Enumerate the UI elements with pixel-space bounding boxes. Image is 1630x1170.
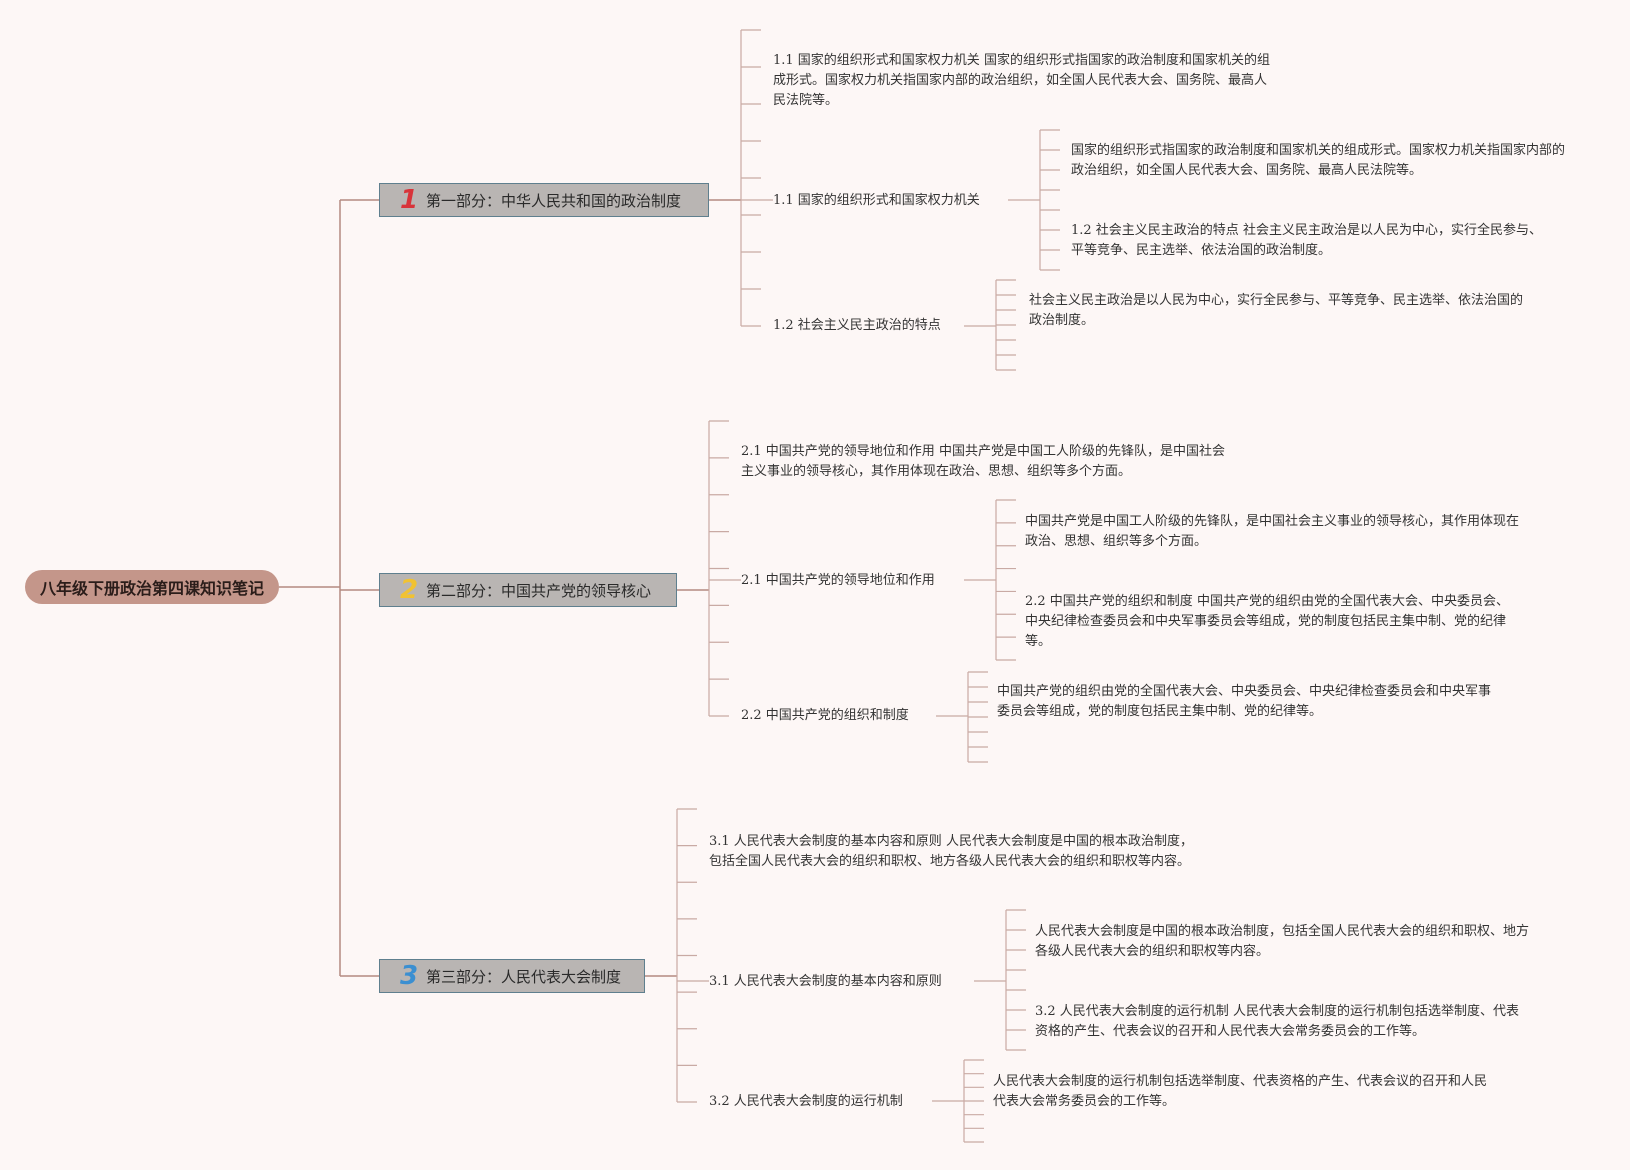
branch-1-1-note-1[interactable]: 国家的组织形式指国家的政治制度和国家机关的组成形式。国家权力机关指国家内部的政治…	[1071, 143, 1566, 178]
part-1-title: 第一部分：中华人民共和国的政治制度	[426, 191, 682, 210]
part-1-node[interactable]: 1 第一部分：中华人民共和国的政治制度	[379, 183, 709, 217]
branch-1-2-note-1[interactable]: 社会主义民主政治是以人民为中心，实行全民参与、平等竞争、民主选举、依法治国的政治…	[1029, 293, 1524, 328]
branch-1-1-label[interactable]: 1.1 国家的组织形式和国家权力机关	[773, 193, 980, 208]
part-2-title: 第二部分：中国共产党的领导核心	[426, 581, 652, 600]
branch-3-1-label[interactable]: 3.1 人民代表大会制度的基本内容和原则	[709, 974, 942, 989]
branch-2-1-note-1[interactable]: 中国共产党是中国工人阶级的先锋队，是中国社会主义事业的领导核心，其作用体现在政治…	[1025, 514, 1520, 549]
branch-3-2-note-1[interactable]: 人民代表大会制度的运行机制包括选举制度、代表资格的产生、代表会议的召开和人民代表…	[993, 1074, 1488, 1109]
number-1-badge: 1	[399, 185, 419, 215]
branch-2-2-label[interactable]: 2.2 中国共产党的组织和制度	[741, 708, 909, 723]
part-3-note[interactable]: 3.1 人民代表大会制度的基本内容和原则 人民代表大会制度是中国的根本政治制度，…	[709, 834, 1193, 869]
branch-2-1-label[interactable]: 2.1 中国共产党的领导地位和作用	[741, 573, 935, 588]
branch-1-1-note-2[interactable]: 1.2 社会主义民主政治的特点 社会主义民主政治是以人民为中心，实行全民参与、平…	[1071, 223, 1542, 258]
branch-1-2-label[interactable]: 1.2 社会主义民主政治的特点	[773, 318, 941, 333]
branch-3-1-note-1[interactable]: 人民代表大会制度是中国的根本政治制度，包括全国人民代表大会的组织和职权、地方各级…	[1035, 924, 1530, 959]
number-3-badge: 3	[399, 961, 419, 991]
part-3-title: 第三部分：人民代表大会制度	[426, 967, 622, 986]
part-2-note[interactable]: 2.1 中国共产党的领导地位和作用 中国共产党是中国工人阶级的先锋队，是中国社会…	[741, 444, 1225, 479]
branch-3-1-note-2[interactable]: 3.2 人民代表大会制度的运行机制 人民代表大会制度的运行机制包括选举制度、代表…	[1035, 1004, 1519, 1039]
branch-3-2-label[interactable]: 3.2 人民代表大会制度的运行机制	[709, 1094, 903, 1109]
part-1-note[interactable]: 1.1 国家的组织形式和国家权力机关 国家的组织形式指国家的政治制度和国家机关的…	[773, 53, 1270, 108]
branch-2-1-note-2[interactable]: 2.2 中国共产党的组织和制度 中国共产党的组织由党的全国代表大会、中央委员会、…	[1025, 594, 1509, 649]
part-2-node[interactable]: 2 第二部分：中国共产党的领导核心	[379, 573, 677, 607]
part-3-node[interactable]: 3 第三部分：人民代表大会制度	[379, 959, 645, 993]
number-2-badge: 2	[399, 575, 419, 605]
root-topic[interactable]: 八年级下册政治第四课知识笔记	[25, 570, 279, 604]
branch-2-2-note-1[interactable]: 中国共产党的组织由党的全国代表大会、中央委员会、中央纪律检查委员会和中央军事委员…	[997, 684, 1492, 719]
